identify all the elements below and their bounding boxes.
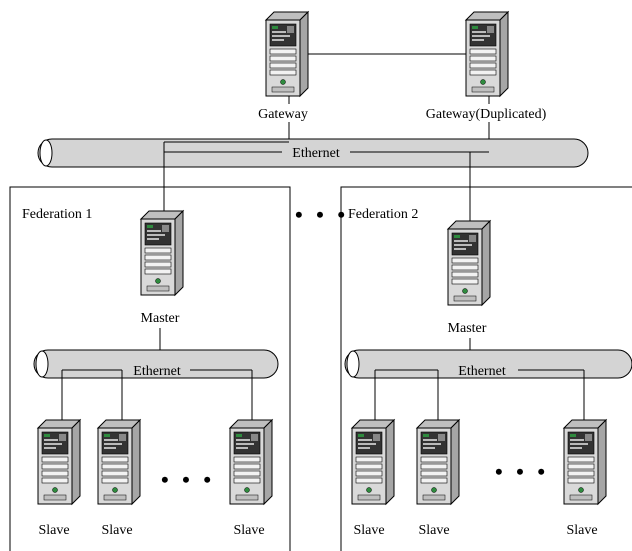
slave-1-2-label: Slave [101,523,132,538]
master-1-server-icon [140,210,184,296]
federation-2-ethernet-label: Ethernet [458,364,506,379]
top-ethernet-label: Ethernet [292,146,340,161]
gateway-server-icon [265,11,309,97]
master-2-server-icon [447,220,491,306]
slave-1-1-label: Slave [38,523,69,538]
slave-1-3-server-icon [229,419,273,505]
slave-2-2-server-icon [416,419,460,505]
federation-1-ethernet-label: Ethernet [133,364,181,379]
slave-2-3-server-icon [563,419,607,505]
top-ethernet-cable-icon [37,138,589,168]
slave-1-1-server-icon [37,419,81,505]
federation-2-slave-gap: • • • [495,459,549,484]
federation-1: Federation 1 Master Ethernet • • • Slave… [9,186,291,551]
slave-2-2-label: Slave [418,523,449,538]
slave-1-2-server-icon [97,419,141,505]
federation-2: Federation 2 Master Ethernet • • • Slave… [340,186,632,551]
gateway-duplicated-label: Gateway(Duplicated) [426,107,547,122]
slave-2-3-label: Slave [566,523,597,538]
federation-separator: • • • [295,202,349,227]
gateway-label: Gateway [258,107,308,122]
slave-2-1-label: Slave [353,523,384,538]
master-2-label: Master [448,321,487,336]
gateway-duplicated-server-icon [465,11,509,97]
federation-1-slave-gap: • • • [161,467,215,492]
slave-1-3-label: Slave [233,523,264,538]
federation-1-title: Federation 1 [22,207,92,222]
federation-2-ethernet-cable-icon [344,349,632,379]
slave-2-1-server-icon [351,419,395,505]
master-1-label: Master [141,311,180,326]
federation-1-ethernet-cable-icon [33,349,279,379]
federation-2-title: Federation 2 [348,207,418,222]
